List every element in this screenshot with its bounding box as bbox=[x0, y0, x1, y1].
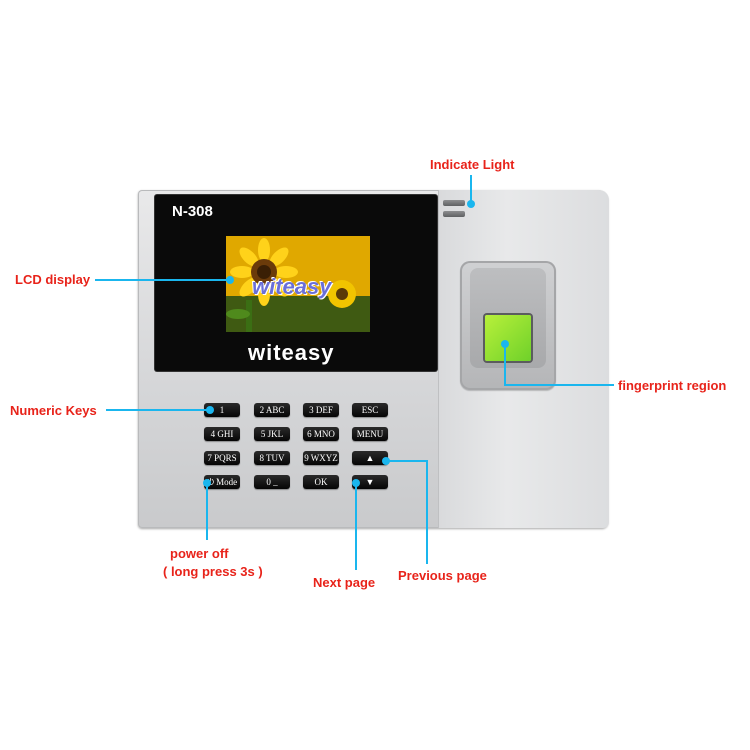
numeric-keys-label: Numeric Keys bbox=[10, 403, 97, 418]
key-ok[interactable]: OK bbox=[303, 475, 339, 489]
fingerprint-leader-vertical bbox=[504, 343, 506, 385]
lcd-leader bbox=[95, 279, 230, 281]
previous-page-label: Previous page bbox=[398, 568, 487, 583]
power-off-hint: ( long press 3s ) bbox=[163, 564, 263, 579]
numeric-keys-dot bbox=[206, 406, 214, 414]
brand-label: witeasy bbox=[248, 340, 335, 365]
lcd-dot bbox=[226, 276, 234, 284]
power-off-dot bbox=[203, 479, 211, 487]
key-9[interactable]: 9 WXYZ bbox=[303, 451, 339, 465]
lcd-display-label: LCD display bbox=[15, 272, 91, 287]
fingerprint-leader-horizontal bbox=[504, 384, 614, 386]
key-esc[interactable]: ESC bbox=[352, 403, 388, 417]
next-page-leader bbox=[355, 482, 357, 570]
key-2[interactable]: 2 ABC bbox=[254, 403, 290, 417]
key-down[interactable]: ▼ bbox=[352, 475, 388, 489]
next-page-dot bbox=[352, 479, 360, 487]
indicate-light-label: Indicate Light bbox=[430, 157, 515, 172]
indicate-light-leader bbox=[470, 175, 472, 203]
indicator-light-bottom bbox=[443, 211, 465, 217]
key-5[interactable]: 5 JKL bbox=[254, 427, 290, 441]
sunflower-image bbox=[226, 236, 370, 332]
key-6[interactable]: 6 MNO bbox=[303, 427, 339, 441]
indicate-light-dot bbox=[467, 200, 475, 208]
model-label: N-308 bbox=[172, 203, 213, 220]
fingerprint-dot bbox=[501, 340, 509, 348]
key-8[interactable]: 8 TUV bbox=[254, 451, 290, 465]
key-up[interactable]: ▲ bbox=[352, 451, 388, 465]
key-menu[interactable]: MENU bbox=[352, 427, 388, 441]
previous-page-dot bbox=[382, 457, 390, 465]
numeric-keys-leader bbox=[106, 409, 210, 411]
key-4[interactable]: 4 GHI bbox=[204, 427, 240, 441]
key-3[interactable]: 3 DEF bbox=[303, 403, 339, 417]
power-off-label: power off bbox=[170, 546, 229, 561]
lcd-display bbox=[226, 236, 370, 332]
previous-page-leader-vertical bbox=[426, 460, 428, 564]
lcd-brand-logo: witeasy bbox=[252, 274, 332, 299]
fingerprint-sensor[interactable] bbox=[485, 315, 531, 361]
key-0[interactable]: 0 _ bbox=[254, 475, 290, 489]
fingerprint-region-label: fingerprint region bbox=[618, 378, 727, 393]
next-page-label: Next page bbox=[313, 575, 376, 590]
power-off-leader bbox=[206, 482, 208, 540]
key-7[interactable]: 7 PQRS bbox=[204, 451, 240, 465]
indicator-light-top bbox=[443, 200, 465, 206]
previous-page-leader-horizontal bbox=[385, 460, 427, 462]
key-power-mode[interactable]: ⏻ Mode bbox=[204, 475, 240, 489]
